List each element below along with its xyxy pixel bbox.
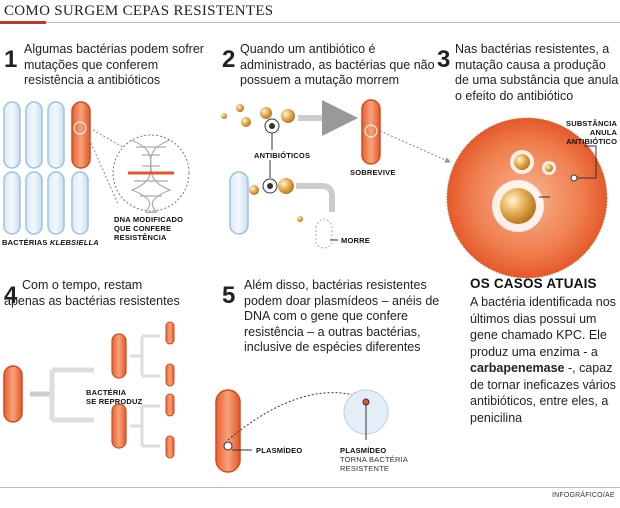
plasmid-makes-resistant-label: PLASMÍDEO TORNA BACTÉRIA RESISTENTE	[340, 446, 409, 473]
step-4-text: Com o tempo, restam apenas as bactérias …	[4, 278, 180, 308]
current-cases-text: A bactéria identificada nos últimos dias…	[470, 295, 616, 425]
step-2-number: 2	[222, 46, 236, 73]
step-2-text: Quando um antibiótico é administrado, as…	[240, 42, 435, 87]
step-5-text: Além disso, bactérias resistentes podem …	[244, 278, 440, 354]
step-3-text: Nas bactérias resistentes, a mutação cau…	[455, 42, 619, 103]
title-accent-bar	[0, 21, 46, 24]
bacteria-species-label: BACTÉRIAS KLEBSIELLA	[2, 238, 99, 247]
step-1-number: 1	[4, 46, 18, 73]
credit-text: INFOGRÁFICO/AE	[552, 492, 615, 499]
page-title: COMO SURGEM CEPAS RESISTENTES	[4, 3, 274, 19]
step-3-number: 3	[437, 46, 451, 73]
plasmid-label: PLASMÍDEO	[256, 446, 303, 455]
step-5-number: 5	[222, 282, 236, 309]
dna-helix-icon	[130, 139, 172, 214]
title-rule	[0, 22, 620, 23]
current-cases-title: OS CASOS ATUAIS	[470, 276, 597, 291]
antibiotics-label: ANTIBIÓTICOS	[254, 151, 311, 160]
step2-antibiotic-balls	[221, 104, 303, 222]
dies-label: MORRE	[341, 236, 370, 245]
survives-label: SOBREVIVE	[350, 168, 396, 177]
step-1-text: Algumas bactérias podem sofrer mutações …	[24, 42, 204, 87]
step-4-number: 4	[4, 282, 18, 309]
bottom-rule	[0, 487, 620, 488]
step1-bacteria-group	[3, 101, 91, 235]
